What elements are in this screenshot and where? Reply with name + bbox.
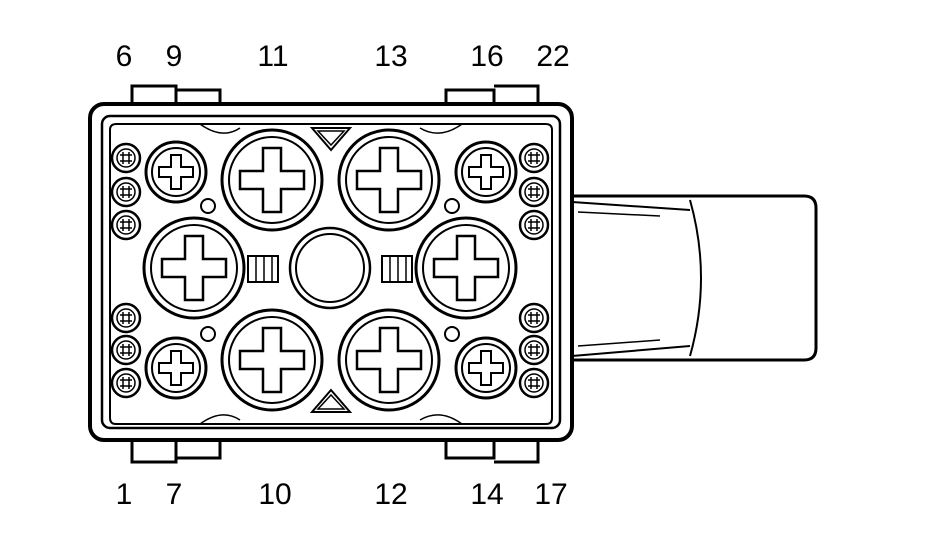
- connector-housing: [88, 102, 574, 442]
- small-cavity: [518, 209, 550, 241]
- wire-harness-lead: [571, 194, 818, 362]
- bottom-pin-labels: 1 7 10 12 14 17: [116, 478, 568, 511]
- small-cavity: [518, 176, 550, 208]
- pin-label-11: 11: [257, 40, 288, 73]
- pin-label-12: 12: [374, 478, 407, 511]
- small-cavity: [110, 334, 142, 366]
- small-cavities-right: [518, 142, 550, 399]
- pin-label-14: 14: [470, 478, 503, 511]
- locking-tabs: [130, 84, 540, 464]
- small-cavity: [110, 302, 142, 334]
- pin-label-6: 6: [116, 40, 133, 73]
- pin-label-10: 10: [258, 478, 291, 511]
- pin-label-16: 16: [470, 40, 503, 73]
- cavity-17: [518, 367, 550, 399]
- cavity-7: [144, 336, 208, 400]
- top-pin-labels: 6 9 11 13 16 22: [116, 40, 570, 73]
- rib-marks: [200, 198, 460, 342]
- large-cavities: [142, 128, 518, 412]
- cavity-10: [220, 308, 324, 412]
- cavity-22: [518, 142, 550, 174]
- keying-triangles: [309, 127, 353, 413]
- cavity-14: [454, 336, 518, 400]
- cavity-right-middle: [414, 216, 518, 320]
- cavity-6: [110, 142, 142, 174]
- cavity-11: [220, 128, 324, 232]
- pin-label-7: 7: [166, 478, 183, 511]
- pin-label-17: 17: [534, 478, 567, 511]
- small-cavity: [518, 334, 550, 366]
- medium-cavities: [144, 140, 518, 400]
- pin-label-22: 22: [536, 40, 569, 73]
- pin-label-13: 13: [374, 40, 407, 73]
- cavity-12: [337, 308, 441, 412]
- cavity-left-middle: [142, 216, 246, 320]
- small-cavities-left: [110, 142, 142, 399]
- small-cavity: [518, 302, 550, 334]
- cavity-16: [454, 140, 518, 204]
- small-cavity: [110, 209, 142, 241]
- inner-face-frame: [109, 123, 553, 425]
- small-cavity: [110, 176, 142, 208]
- cavity-9: [144, 140, 208, 204]
- pin-label-9: 9: [166, 40, 183, 73]
- pin-label-1: 1: [116, 478, 133, 511]
- center-cavity: [288, 226, 372, 310]
- cavity-1: [110, 367, 142, 399]
- cavity-13: [337, 128, 441, 232]
